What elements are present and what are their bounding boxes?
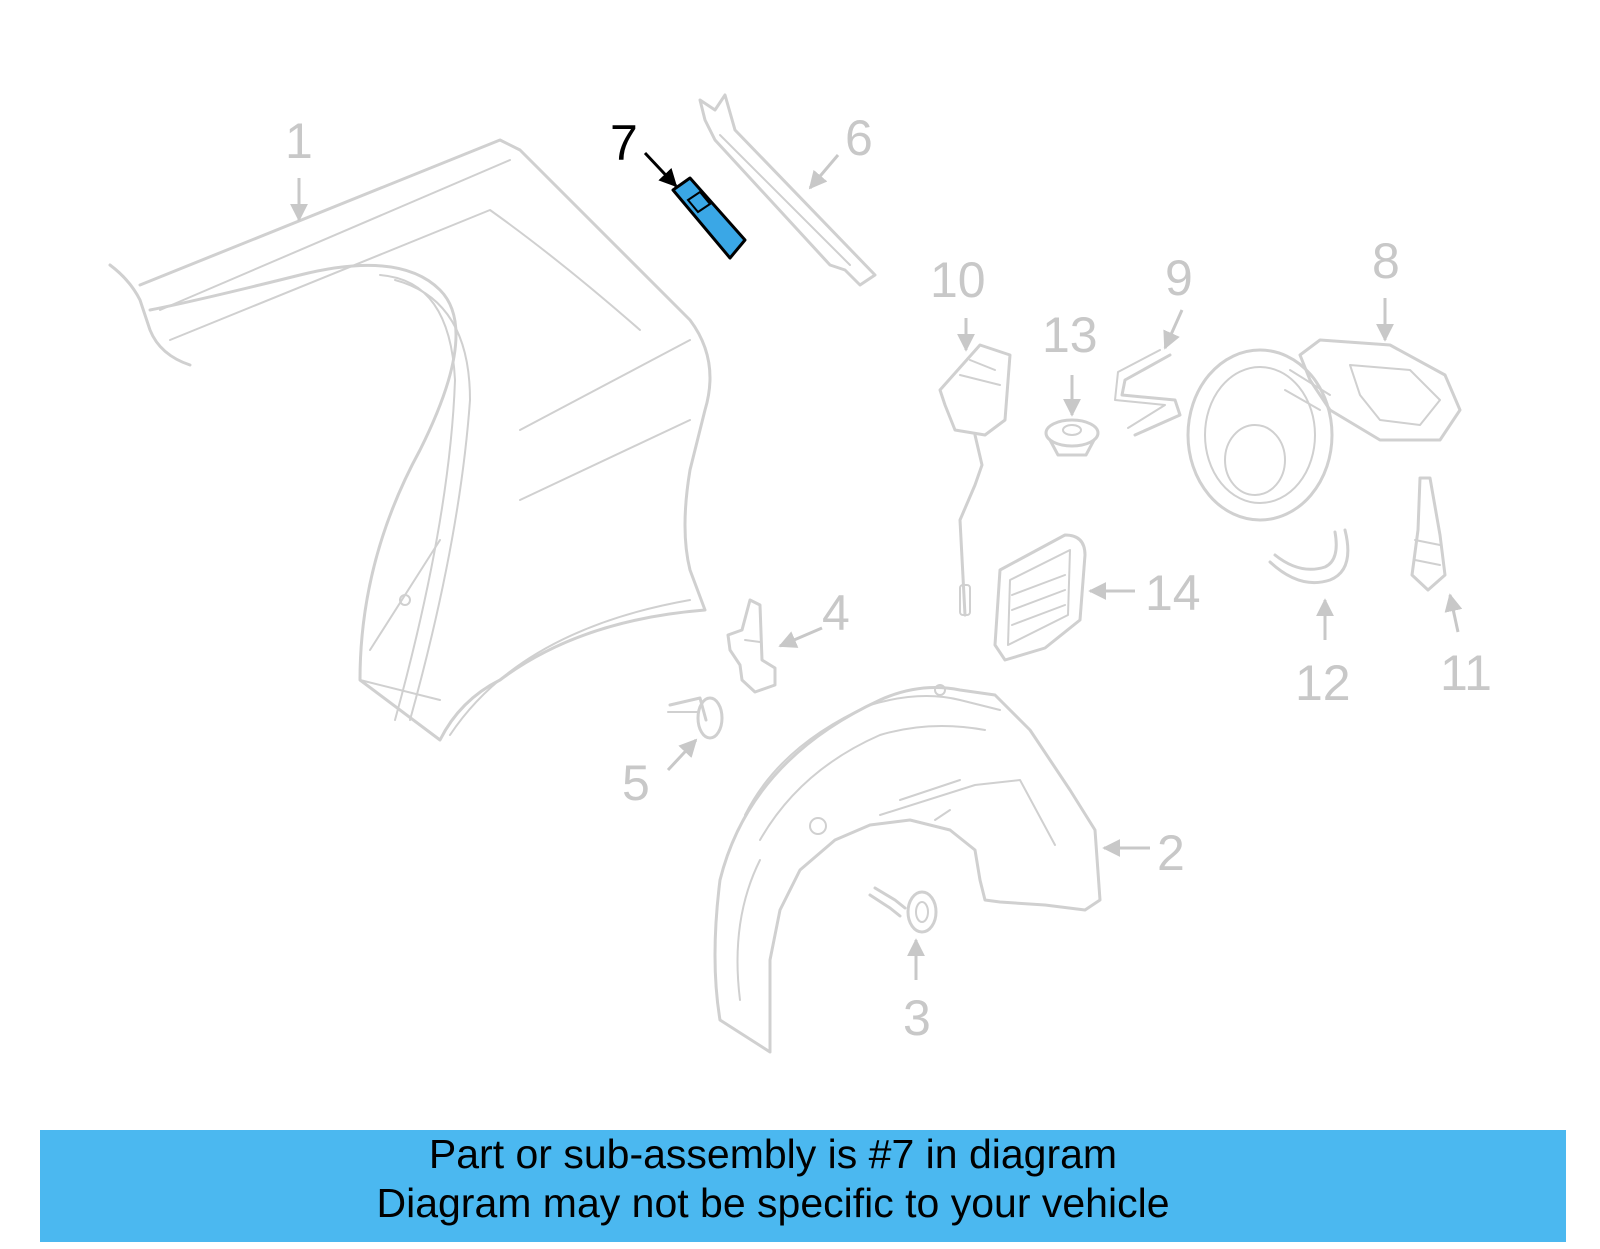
callout-13: 13 [1042, 307, 1098, 363]
info-banner: Part or sub-assembly is #7 in diagram Di… [40, 1130, 1566, 1242]
callout-11: 11 [1440, 645, 1492, 701]
push-clip-part [667, 696, 724, 740]
callout-14: 14 [1145, 565, 1201, 621]
callout-10: 10 [930, 252, 986, 308]
clip-part [1410, 476, 1447, 592]
callout-6: 6 [845, 110, 873, 166]
spring-part [1114, 349, 1182, 437]
fuel-door-part [1186, 338, 1462, 522]
info-banner-bg [40, 1130, 1566, 1242]
callout-5: 5 [622, 755, 650, 811]
retainer-part [726, 598, 777, 694]
callout-8: 8 [1372, 233, 1400, 289]
callout-9: 9 [1165, 250, 1193, 306]
banner-line-2: Diagram may not be specific to your vehi… [376, 1180, 1170, 1226]
fuel-door-actuator-part [938, 343, 1012, 617]
vent-part [993, 533, 1087, 662]
trim-strip-part [698, 93, 877, 287]
callout-3: 3 [903, 990, 931, 1046]
callout-4: 4 [822, 585, 850, 641]
grommet-part [1044, 418, 1100, 457]
banner-line-1: Part or sub-assembly is #7 in diagram [428, 1131, 1118, 1177]
quarter-panel-part [108, 138, 712, 742]
callout-1: 1 [285, 113, 313, 169]
wheel-liner-part [713, 684, 1102, 1054]
callout-7: 7 [610, 115, 638, 171]
callout-12: 12 [1295, 655, 1351, 711]
hose-part [1268, 528, 1350, 585]
highlighted-bracket-part [671, 176, 747, 260]
bolt-part [868, 886, 938, 934]
callout-2: 2 [1157, 825, 1185, 881]
